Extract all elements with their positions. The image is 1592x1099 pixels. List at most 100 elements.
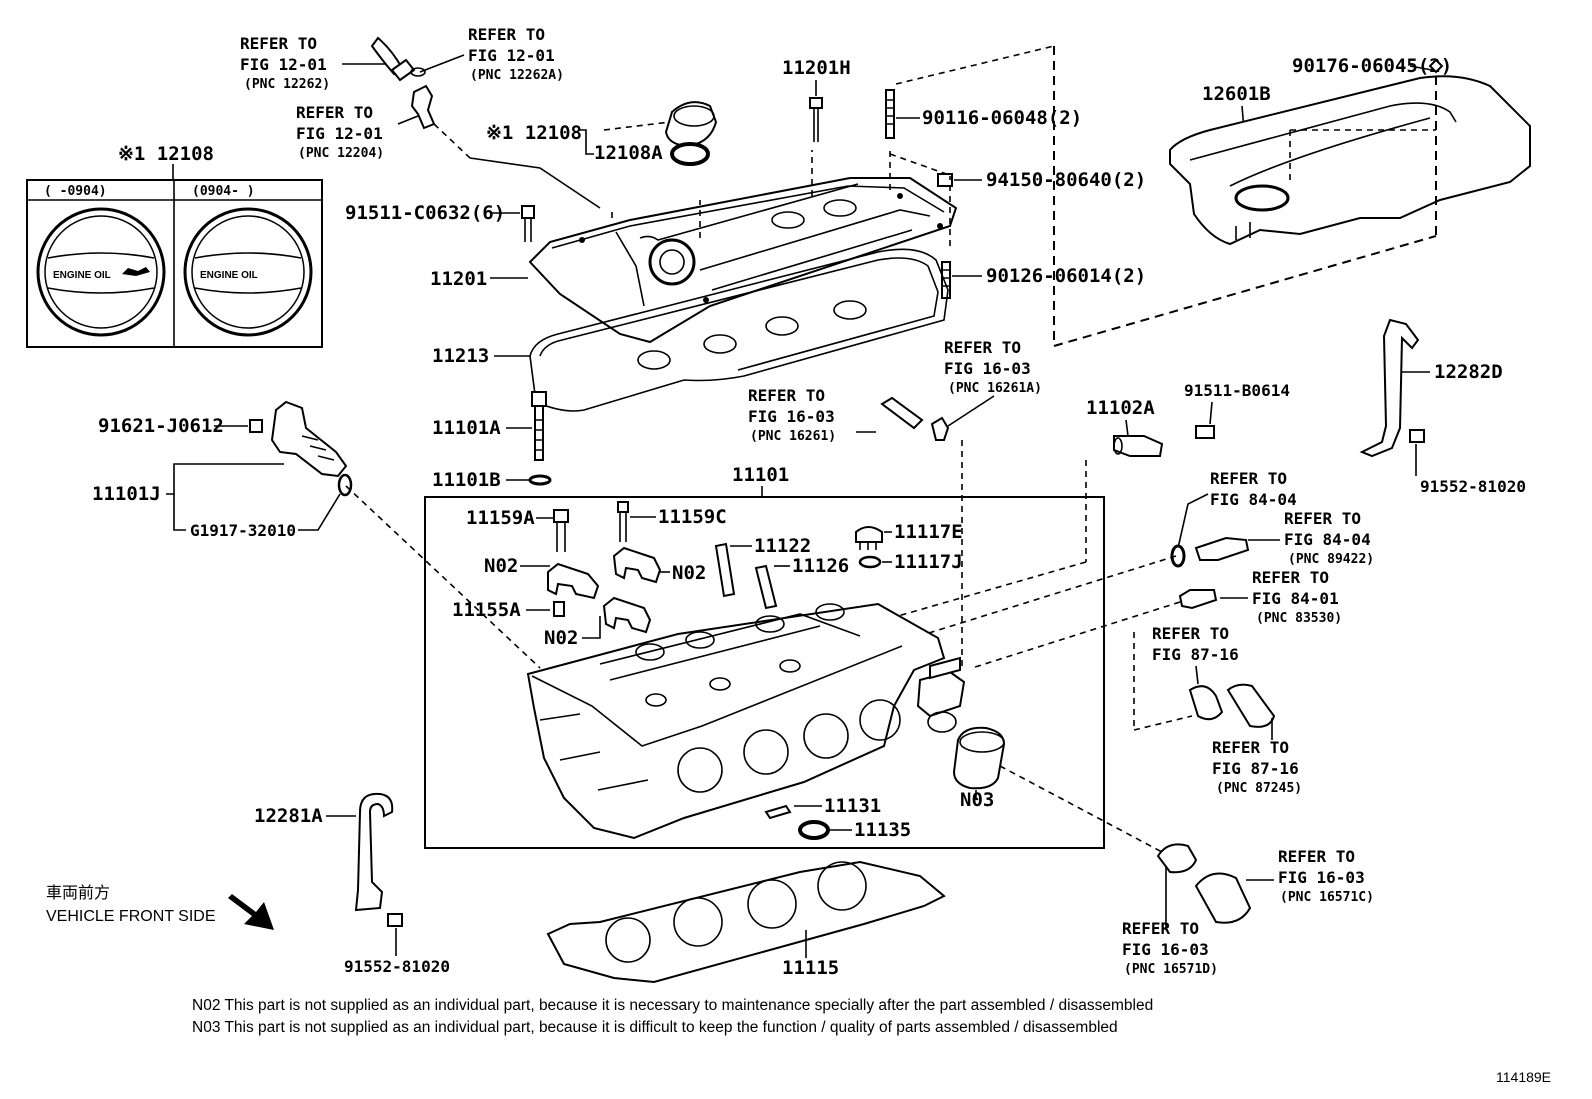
ref-12262: REFER TO FIG 12-01 (PNC 12262)	[240, 34, 385, 92]
head-cover-gasket: 11213	[432, 248, 949, 412]
svg-text:FIG 84-04: FIG 84-04	[1210, 490, 1297, 509]
footnotes: N02 This part is not supplied as an indi…	[192, 997, 1551, 1085]
dashed-leaders-top	[889, 46, 1437, 347]
ref-12262a: REFER TO FIG 12-01 (PNC 12262A)	[419, 25, 564, 83]
svg-text:FIG 84-01: FIG 84-01	[1252, 589, 1339, 608]
part-11126: 11126	[754, 555, 849, 610]
svg-text:90126-06014(2): 90126-06014(2)	[986, 265, 1146, 287]
bearing-cap-n02-a: N02	[484, 555, 600, 600]
ref-87-16-a: REFER TO FIG 87-16	[1133, 624, 1276, 731]
svg-text:(PNC 16571D): (PNC 16571D)	[1124, 962, 1218, 977]
svg-text:N02: N02	[672, 562, 706, 584]
svg-text:(PNC 87245): (PNC 87245)	[1216, 781, 1302, 796]
ref-12204: REFER TO FIG 12-01 (PNC 12204)	[296, 103, 419, 161]
svg-text:94150-80640(2): 94150-80640(2)	[986, 169, 1146, 191]
svg-text:REFER TO: REFER TO	[1212, 738, 1289, 757]
ref-16261a: REFER TO FIG 16-03 (PNC 16261A)	[930, 338, 1042, 441]
svg-text:11126: 11126	[792, 555, 849, 577]
cap-text-late: ENGINE OIL	[200, 270, 258, 281]
part-11117j: 11117J	[858, 551, 963, 573]
svg-text:REFER TO: REFER TO	[240, 34, 317, 53]
part-91511b: 91511-B0614	[1184, 381, 1290, 439]
svg-text:11101: 11101	[732, 464, 789, 486]
part-11122: 11122	[714, 535, 811, 598]
svg-text:REFER TO: REFER TO	[1122, 919, 1199, 938]
svg-text:(PNC 12262): (PNC 12262)	[244, 77, 330, 92]
svg-text:G1917-32010: G1917-32010	[190, 521, 296, 540]
svg-text:11102A: 11102A	[1086, 397, 1155, 419]
svg-text:REFER TO: REFER TO	[1210, 469, 1287, 488]
engine-cover: 90176-06045(2) 12601B	[1169, 55, 1531, 246]
figure-id: 114189E	[1496, 1069, 1551, 1085]
svg-text:11117J: 11117J	[894, 551, 963, 573]
part-11101a: 11101A	[432, 391, 547, 461]
legend-col-2: (0904- )	[192, 184, 255, 199]
svg-text:12281A: 12281A	[254, 805, 323, 827]
svg-text:11101A: 11101A	[432, 417, 501, 439]
svg-text:11213: 11213	[432, 345, 489, 367]
part-11117e: 11117E	[855, 521, 963, 550]
part-90116: 90116-06048(2)	[885, 45, 1082, 139]
svg-text:(PNC 12262A): (PNC 12262A)	[470, 68, 564, 83]
svg-text:(PNC 12204): (PNC 12204)	[298, 146, 384, 161]
svg-text:12282D: 12282D	[1434, 361, 1503, 383]
svg-text:FIG 16-03: FIG 16-03	[748, 407, 835, 426]
svg-text:11135: 11135	[854, 819, 911, 841]
ref-89422: REFER TO FIG 84-04 (PNC 89422)	[1194, 509, 1374, 567]
ref-16571c: REFER TO FIG 16-03 (PNC 16571C)	[1194, 847, 1374, 924]
note-n02: N02 This part is not supplied as an indi…	[192, 997, 1153, 1014]
svg-text:11155A: 11155A	[452, 599, 521, 621]
svg-text:11101J: 11101J	[92, 483, 161, 505]
svg-text:FIG 16-03: FIG 16-03	[1278, 868, 1365, 887]
svg-text:11122: 11122	[754, 535, 811, 557]
cylinder-head	[526, 602, 966, 840]
vehicle-front-indicator: 車両前方 VEHICLE FRONT SIDE	[46, 884, 274, 930]
svg-text:(PNC 16261A): (PNC 16261A)	[948, 381, 1042, 396]
bearing-cap-n02-c: N02	[544, 596, 652, 649]
svg-text:(PNC 16261): (PNC 16261)	[750, 429, 836, 444]
svg-text:90116-06048(2): 90116-06048(2)	[922, 107, 1082, 129]
svg-text:REFER TO: REFER TO	[1252, 568, 1329, 587]
svg-text:91552-81020: 91552-81020	[1420, 477, 1526, 496]
part-11159a: 11159A	[466, 507, 569, 552]
arrow-icon	[228, 894, 274, 930]
ref-83530: REFER TO FIG 84-01 (PNC 83530)	[1178, 568, 1342, 626]
ref-87245: REFER TO FIG 87-16 (PNC 87245)	[1212, 718, 1302, 796]
svg-text:N02: N02	[484, 555, 518, 577]
part-94150: 94150-80640(2)	[937, 169, 1146, 191]
oil-filler-cap: ※1 12108 12108A	[486, 101, 718, 166]
part-90126: 90126-06014(2)	[941, 261, 1146, 299]
cylinder-head-box: 11101	[424, 464, 1105, 849]
svg-text:N03: N03	[960, 789, 994, 811]
svg-text:11117E: 11117E	[894, 521, 963, 543]
ref-16571d: REFER TO FIG 16-03 (PNC 16571D)	[999, 765, 1218, 977]
cylinder-head-cover	[528, 150, 958, 344]
svg-text:11201H: 11201H	[782, 57, 851, 79]
ref-84-04-a: REFER TO FIG 84-04	[1170, 469, 1297, 568]
part-11135: 11135	[798, 819, 911, 841]
svg-text:12108A: 12108A	[594, 142, 663, 164]
front-jp: 車両前方	[46, 884, 110, 902]
svg-text:11159C: 11159C	[658, 506, 727, 528]
svg-text:11201: 11201	[430, 268, 487, 290]
part-11102a: 11102A	[1086, 397, 1164, 457]
svg-text:FIG 12-01: FIG 12-01	[296, 124, 383, 143]
part-91511c: 91511-C0632(6)	[345, 202, 535, 242]
part-11201h: 11201H	[782, 57, 851, 142]
svg-text:90176-06045(2): 90176-06045(2)	[1292, 55, 1452, 77]
ref-16261: REFER TO FIG 16-03 (PNC 16261)	[748, 386, 924, 444]
svg-text:12601B: 12601B	[1202, 83, 1271, 105]
svg-text:FIG 12-01: FIG 12-01	[240, 55, 327, 74]
svg-text:※1 12108: ※1 12108	[486, 122, 582, 144]
svg-text:REFER TO: REFER TO	[748, 386, 825, 405]
svg-text:REFER TO: REFER TO	[468, 25, 545, 44]
svg-text:11101B: 11101B	[432, 469, 501, 491]
oil-can-icon	[122, 267, 150, 276]
svg-text:FIG 84-04: FIG 84-04	[1284, 530, 1371, 549]
cap-text-early: ENGINE OIL	[53, 270, 111, 281]
svg-text:FIG 87-16: FIG 87-16	[1212, 759, 1299, 778]
part-11155a: 11155A	[452, 599, 565, 621]
part-11101b: 11101B	[432, 469, 552, 491]
svg-text:REFER TO: REFER TO	[944, 338, 1021, 357]
engine-hanger-front: 12281A 91552-81020	[254, 792, 450, 976]
